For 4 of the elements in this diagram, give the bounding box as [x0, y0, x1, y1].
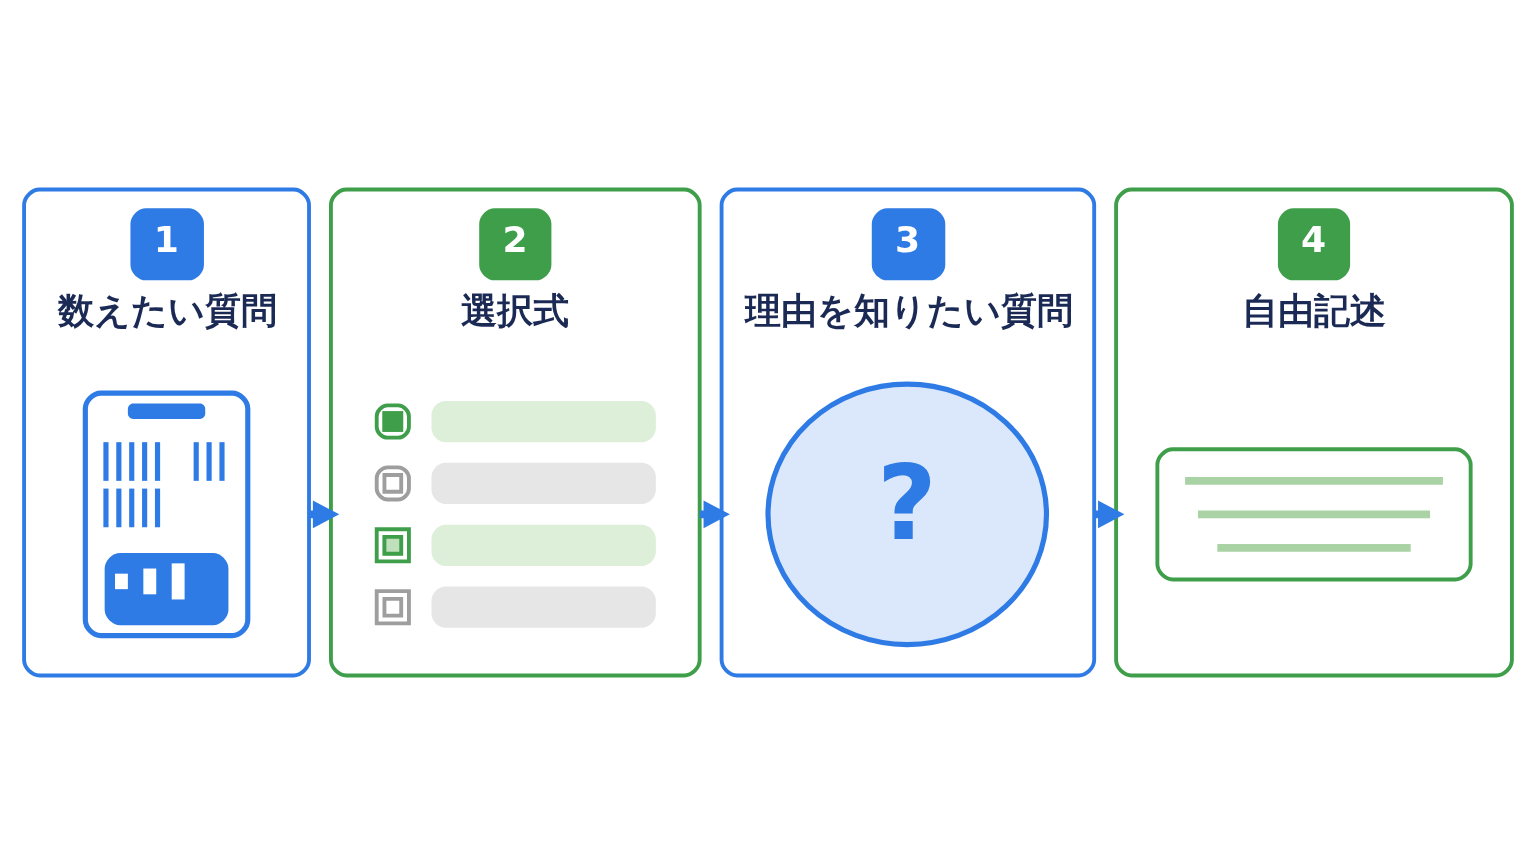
- cluster: 4 自由記述: [1114, 187, 1514, 677]
- cluster: 2 選択式: [329, 187, 702, 677]
- cluster: 1 数えたい質問: [22, 187, 311, 677]
- node-circle: ?: [765, 381, 1050, 647]
